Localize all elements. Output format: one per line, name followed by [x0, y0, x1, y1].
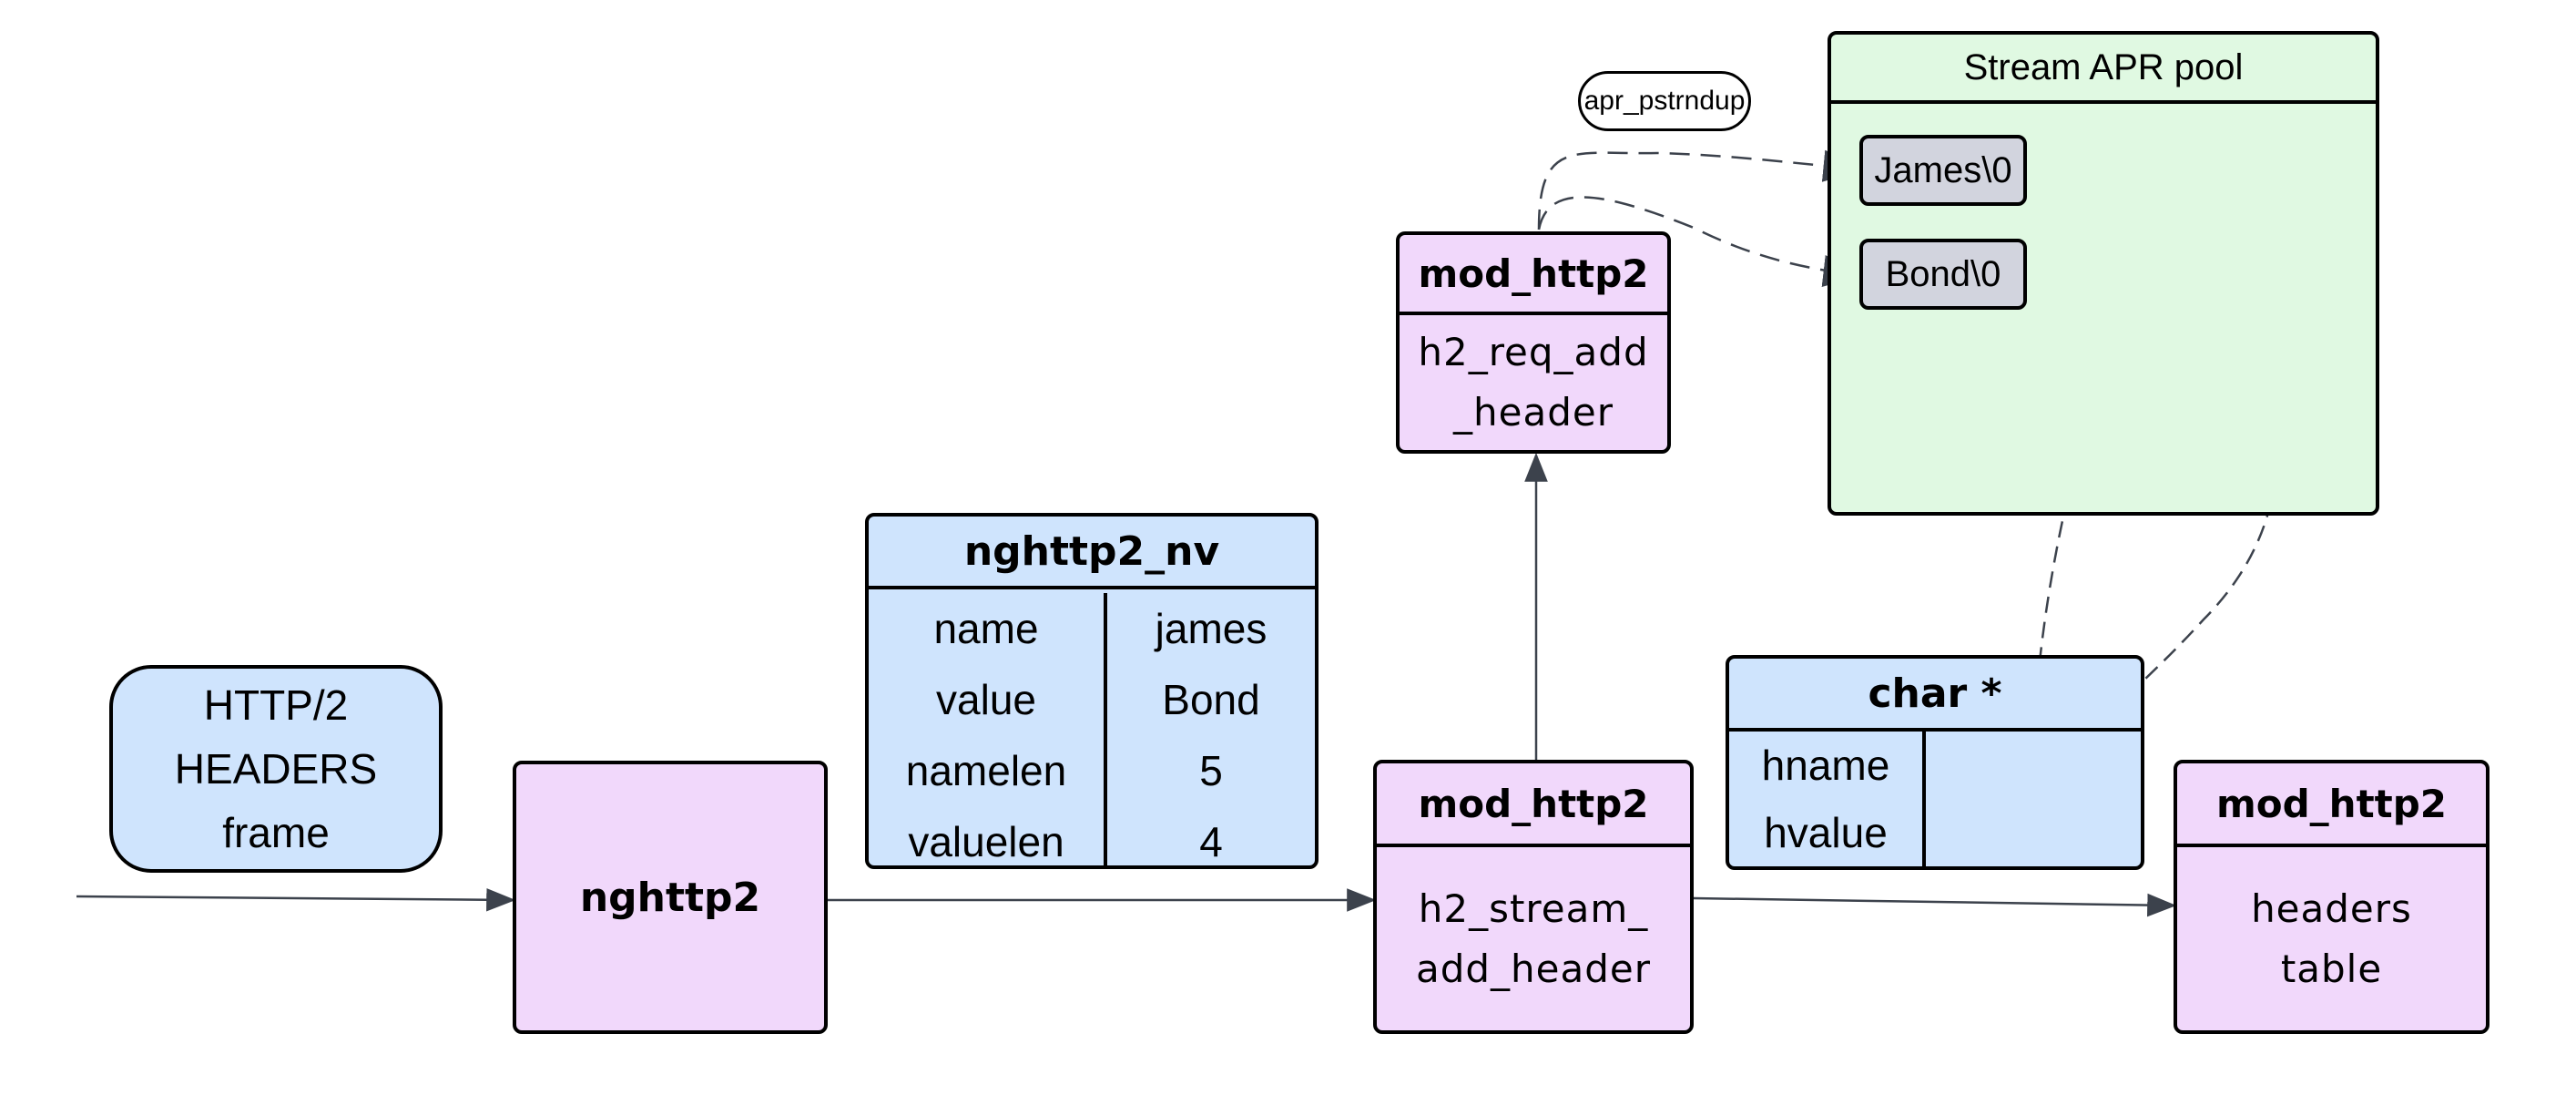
struct-field-name: valuelen — [869, 806, 1107, 865]
node-body-line: h2_stream_ — [1418, 885, 1649, 931]
h2-stream-add-header-node: mod_http2 h2_stream_ add_header — [1373, 760, 1694, 1034]
struct-field-value: james — [1155, 605, 1268, 652]
char-pointer-struct: char * hname hvalue — [1726, 655, 2144, 870]
struct-field-pointer — [1926, 732, 2141, 799]
node-body-line: headers — [2251, 885, 2412, 931]
struct-row: hname — [1729, 732, 2141, 799]
struct-row: hvalue — [1729, 799, 2141, 866]
struct-field-value: 5 — [1199, 747, 1223, 794]
edge-pstrndup-to-james — [1537, 149, 1864, 230]
struct-row: valuelen 4 — [869, 806, 1315, 865]
struct-field-value: 4 — [1199, 818, 1223, 865]
h2-req-add-header-node: mod_http2 h2_req_add _header — [1396, 231, 1671, 454]
struct-row: value Bond — [869, 664, 1315, 735]
node-body-line: h2_req_add — [1418, 330, 1649, 374]
pool-string-label: James\0 — [1874, 149, 2012, 190]
pool-string-bond: Bond\0 — [1859, 239, 2027, 310]
struct-field-name: hvalue — [1729, 799, 1926, 866]
pool-string-label: Bond\0 — [1885, 253, 2001, 294]
frame-note-line: HTTP/2 — [203, 681, 349, 729]
struct-field-name: namelen — [869, 735, 1107, 806]
struct-field-name: hname — [1729, 732, 1926, 799]
pool-title: Stream APR pool — [1831, 35, 2376, 104]
node-body: h2_stream_ add_header — [1377, 847, 1690, 1030]
struct-row: name james — [869, 593, 1315, 664]
stream-apr-pool: Stream APR pool — [1828, 31, 2379, 516]
node-body-line: add_header — [1415, 946, 1652, 991]
nghttp2-nv-title: nghttp2_nv — [869, 517, 1315, 589]
nghttp2-label: nghttp2 — [579, 874, 761, 921]
node-body: headers table — [2177, 847, 2486, 1030]
apr-pstrndup-edge-label: apr_pstrndup — [1578, 71, 1751, 131]
struct-field-name: name — [869, 593, 1107, 664]
http2-headers-frame-note: HTTP/2 HEADERS frame — [109, 665, 443, 873]
edge-stream-to-headers — [1693, 893, 2177, 917]
char-pointer-rows: hname hvalue — [1729, 732, 2141, 866]
struct-row: namelen 5 — [869, 735, 1315, 806]
nghttp2-nv-rows: name james value Bond namelen 5 valuelen… — [869, 589, 1315, 865]
nghttp2-nv-struct: nghttp2_nv name james value Bond namelen… — [865, 513, 1319, 869]
headers-table-node: mod_http2 headers table — [2174, 760, 2489, 1034]
node-body: h2_req_add _header — [1400, 315, 1667, 450]
frame-note-line: HEADERS — [174, 745, 378, 793]
pool-string-james: James\0 — [1859, 135, 2027, 206]
struct-field-name: value — [869, 664, 1107, 735]
frame-note-line: frame — [222, 809, 330, 856]
node-title: mod_http2 — [1377, 763, 1690, 847]
nghttp2-node: nghttp2 — [513, 761, 828, 1034]
edge-input-to-nghttp2 — [76, 887, 516, 912]
struct-field-pointer — [1926, 799, 2141, 866]
node-body-line: _header — [1453, 390, 1614, 435]
node-title: mod_http2 — [2177, 763, 2486, 847]
char-pointer-title: char * — [1729, 659, 2141, 732]
node-body-line: table — [2280, 946, 2383, 991]
node-title: mod_http2 — [1400, 235, 1667, 315]
edge-pstrndup-to-bond — [1537, 196, 1864, 287]
struct-field-value: Bond — [1162, 676, 1260, 723]
